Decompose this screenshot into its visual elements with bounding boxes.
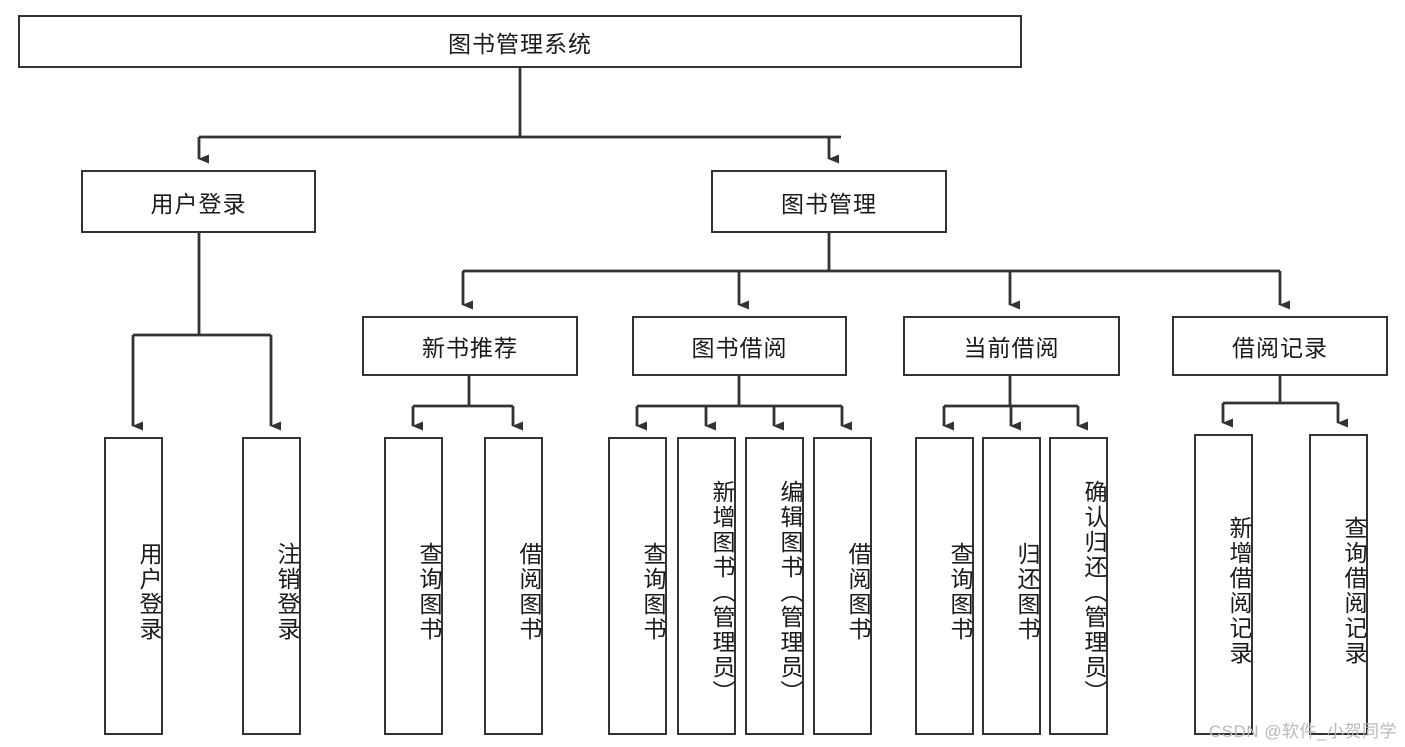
node-leaf-borrow-book-2-label: 借阅图书: [845, 542, 871, 642]
node-book-manage-label: 图书管理: [781, 190, 877, 217]
node-leaf-add-record-label: 新增借阅记录: [1226, 515, 1252, 666]
node-leaf-return-book-label: 归还图书: [1014, 542, 1040, 642]
watermark: CSDN @软件_小贺同学: [1208, 722, 1397, 741]
node-leaf-user-login-label: 用户登录: [136, 542, 162, 642]
node-new-book-recommend-label: 新书推荐: [422, 335, 518, 361]
node-leaf-confirm-return[interactable]: 确认归还（管理员）: [1049, 437, 1108, 735]
node-borrow-record[interactable]: 借阅记录: [1172, 316, 1388, 376]
node-leaf-borrow-book-1[interactable]: 借阅图书: [484, 437, 543, 735]
node-leaf-edit-book[interactable]: 编辑图书（管理员）: [745, 437, 804, 735]
node-leaf-user-logout-label: 注销登录: [274, 542, 300, 642]
node-book-manage[interactable]: 图书管理: [711, 170, 947, 233]
node-book-borrow-label: 图书借阅: [691, 335, 788, 361]
node-leaf-add-record[interactable]: 新增借阅记录: [1194, 434, 1253, 735]
node-leaf-add-book[interactable]: 新增图书（管理员）: [677, 437, 736, 735]
node-leaf-query-book-1[interactable]: 查询图书: [384, 437, 443, 735]
node-book-borrow[interactable]: 图书借阅: [632, 316, 847, 376]
node-current-borrow[interactable]: 当前借阅: [903, 316, 1120, 376]
node-leaf-query-record-label: 查询借阅记录: [1341, 515, 1367, 666]
node-leaf-query-book-3[interactable]: 查询图书: [915, 437, 974, 735]
node-leaf-query-book-1-label: 查询图书: [416, 542, 442, 642]
node-user-login[interactable]: 用户登录: [81, 170, 316, 233]
node-leaf-edit-book-label: 编辑图书（管理员）: [777, 479, 803, 705]
node-new-book-recommend[interactable]: 新书推荐: [362, 316, 578, 376]
node-user-login-label: 用户登录: [150, 190, 247, 217]
node-current-borrow-label: 当前借阅: [963, 335, 1060, 361]
node-leaf-user-logout[interactable]: 注销登录: [242, 437, 301, 735]
node-borrow-record-label: 借阅记录: [1232, 335, 1328, 361]
node-leaf-user-login[interactable]: 用户登录: [104, 437, 163, 735]
node-leaf-query-book-3-label: 查询图书: [947, 542, 973, 642]
node-root[interactable]: 图书管理系统: [18, 15, 1022, 68]
node-leaf-query-book-2[interactable]: 查询图书: [608, 437, 667, 735]
node-root-label: 图书管理系统: [448, 30, 592, 57]
node-leaf-borrow-book-1-label: 借阅图书: [516, 542, 542, 642]
node-leaf-query-book-2-label: 查询图书: [640, 542, 666, 642]
node-leaf-confirm-return-label: 确认归还（管理员）: [1081, 479, 1107, 705]
node-leaf-query-record[interactable]: 查询借阅记录: [1309, 434, 1368, 735]
node-leaf-return-book[interactable]: 归还图书: [982, 437, 1041, 735]
node-leaf-add-book-label: 新增图书（管理员）: [709, 479, 735, 705]
node-leaf-borrow-book-2[interactable]: 借阅图书: [813, 437, 872, 735]
